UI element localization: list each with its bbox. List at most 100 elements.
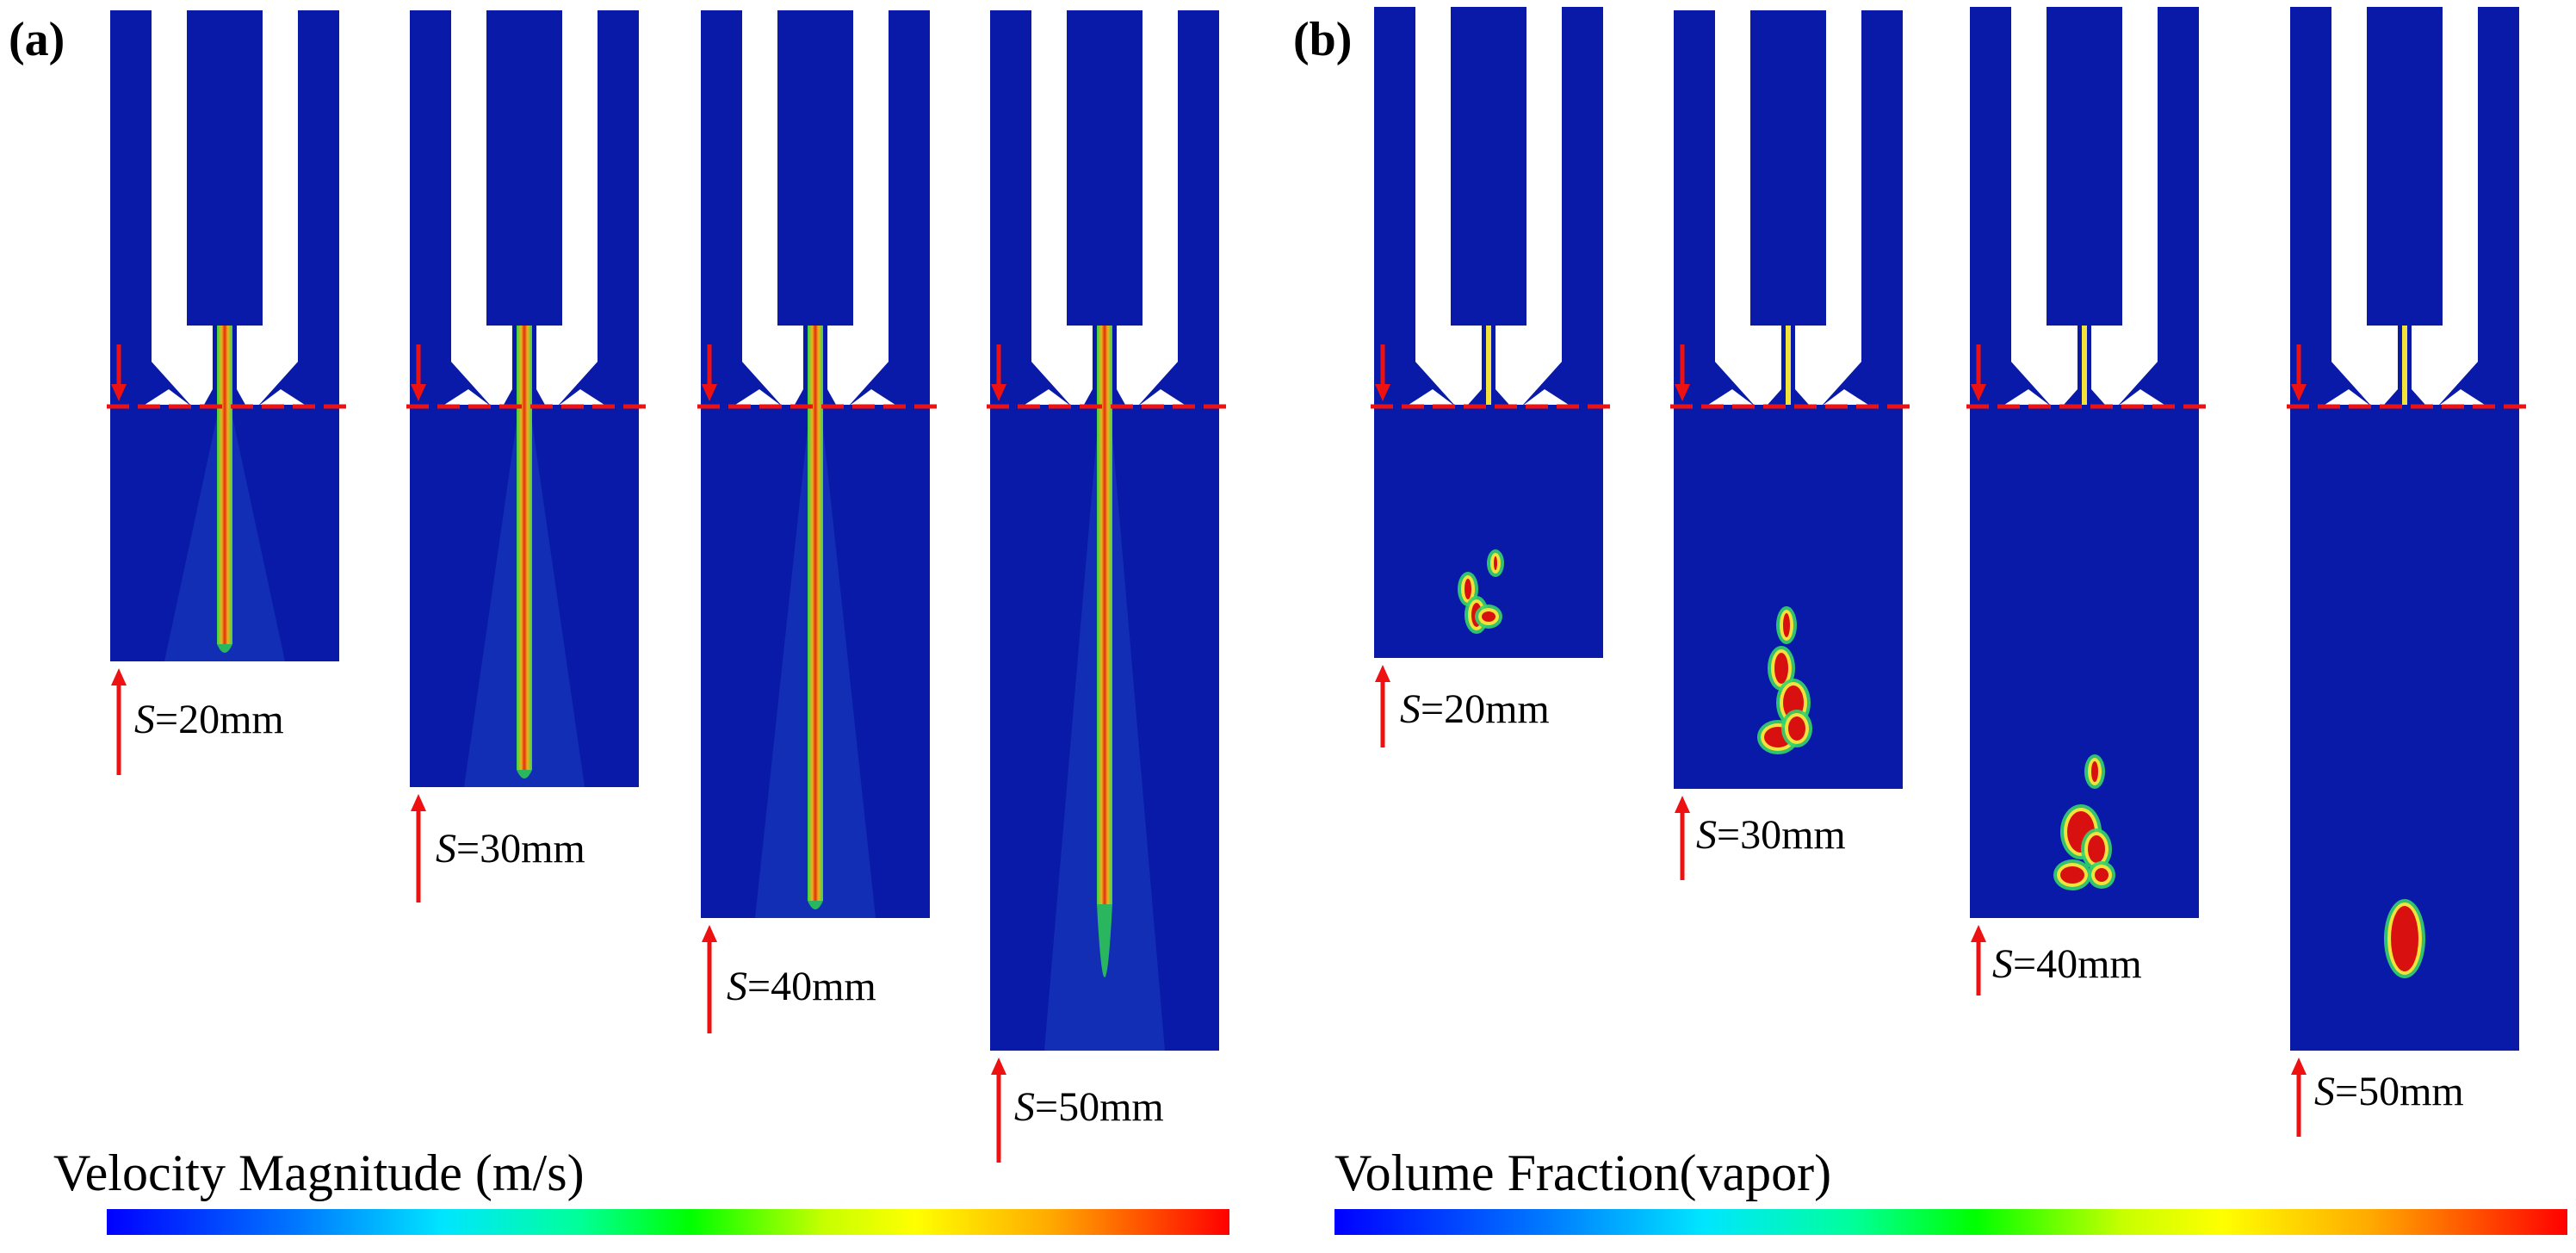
nozzle-wall-left [1715,10,1781,405]
nozzle-wall-right [2412,7,2478,405]
nozzle-wall-left [1031,10,1093,405]
gap-right [1140,389,1185,405]
down-arrow-head [702,384,717,401]
down-arrow-head [111,384,127,401]
gap-left [1708,389,1753,405]
gap-right [560,389,604,405]
vapor-colorbar [1334,1209,2567,1235]
up-arrow-head [411,794,426,811]
velocity-legend-title: Velocity Magnitude (m/s) [53,1144,585,1201]
up-arrow-head [2291,1058,2307,1075]
jet-tail [217,644,232,653]
gap-left [1025,389,1069,405]
gap-right [851,389,895,405]
needle [1756,10,1821,326]
vapor-blob-core [1774,653,1788,684]
vapor-blob-core [2088,835,2105,863]
orifice-vapor [2082,326,2087,405]
up-arrow-head [1375,665,1390,682]
nozzle-wall-left [1415,7,1482,405]
gap-right [2120,389,2164,405]
down-arrow-head [411,384,426,401]
velocity-jet [517,326,532,770]
gap-right [2440,389,2485,405]
gap-right [1824,389,1868,405]
nozzle-wall-left [2331,7,2398,405]
nozzle-wall-right [1495,7,1562,405]
vapor-blob-core [1494,556,1497,570]
vapor-blob-core [1482,611,1495,622]
velocity-jet [1097,326,1112,904]
velocity-jet [808,326,823,901]
up-arrow-head [1675,796,1690,813]
up-arrow-head [702,925,717,942]
jet-tail [1097,904,1112,977]
needle [492,10,557,326]
up-arrow-head [1971,925,1986,942]
gap-right [1524,389,1569,405]
down-arrow-head [1971,384,1986,401]
needle [192,10,257,326]
s-label-a-2: S=30mm [436,826,585,872]
needle [1072,10,1137,326]
nozzle-wall-right [827,10,889,405]
nozzle-wall-left [451,10,512,405]
gap-left [1409,389,1453,405]
s-label-b-1: S=20mm [1400,686,1550,732]
gap-left [2004,389,2049,405]
vapor-blob-core [2095,868,2108,882]
orifice-vapor [2402,326,2407,405]
nozzle-wall-left [742,10,803,405]
panel-a-label: (a) [9,13,65,66]
needle [2372,7,2437,326]
nozzle-wall-right [1117,10,1178,405]
vapor-blob-core [2391,906,2418,971]
orifice-vapor [1486,326,1491,405]
vapor-legend-title: Volume Fraction(vapor) [1334,1144,1832,1201]
vapor-blob-core [2091,761,2098,782]
velocity-colorbar [107,1209,1229,1235]
gap-left [2325,389,2369,405]
needle [1456,7,1521,326]
nozzle-wall-right [536,10,598,405]
s-label-a-1: S=20mm [134,697,284,742]
gap-left [444,389,489,405]
nozzle-wall-right [237,10,298,405]
gap-right [260,389,305,405]
vapor-blob-core [1464,579,1471,599]
needle [2052,7,2117,326]
s-label-b-4: S=50mm [2314,1069,2464,1114]
needle [783,10,848,326]
down-arrow-head [2291,384,2307,401]
nozzle-wall-left [2011,7,2078,405]
s-label-b-2: S=30mm [1696,812,1846,858]
down-arrow-head [1375,384,1390,401]
vapor-blob-core [2060,866,2084,884]
up-arrow-head [111,668,127,685]
panel-b-label: (b) [1293,13,1353,66]
nozzle-wall-right [1795,10,1861,405]
s-label-b-3: S=40mm [1992,941,2142,987]
vapor-blob-core [1788,716,1805,741]
orifice-vapor [1786,326,1791,405]
nozzle-wall-left [152,10,213,405]
jet-tail [517,770,532,778]
nozzle-wall-right [2091,7,2158,405]
down-arrow-head [1675,384,1690,401]
gap-left [145,389,189,405]
jet-tail [808,901,823,909]
down-arrow-head [991,384,1006,401]
gap-left [735,389,780,405]
vapor-blob-core [1783,613,1790,637]
s-label-a-3: S=40mm [727,964,876,1009]
up-arrow-head [991,1058,1006,1075]
s-label-a-4: S=50mm [1014,1084,1164,1130]
